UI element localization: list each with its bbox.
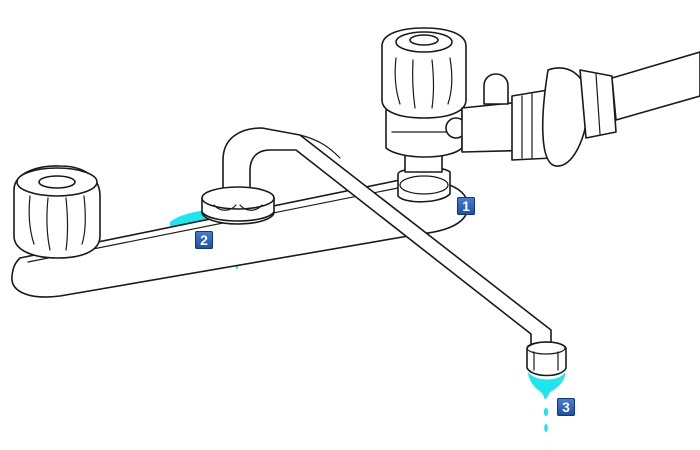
water-drops xyxy=(543,408,549,432)
diverter-valve xyxy=(385,109,467,203)
marker-2: 2 xyxy=(195,231,213,249)
marker-1: 1 xyxy=(457,197,475,215)
marker-3: 3 xyxy=(557,398,575,416)
hose-connector xyxy=(461,51,700,167)
spout-outlet xyxy=(526,341,567,377)
leak-area-3 xyxy=(528,372,566,400)
right-handle xyxy=(381,27,467,119)
spout-base-nut xyxy=(201,186,275,225)
left-handle xyxy=(13,165,101,259)
